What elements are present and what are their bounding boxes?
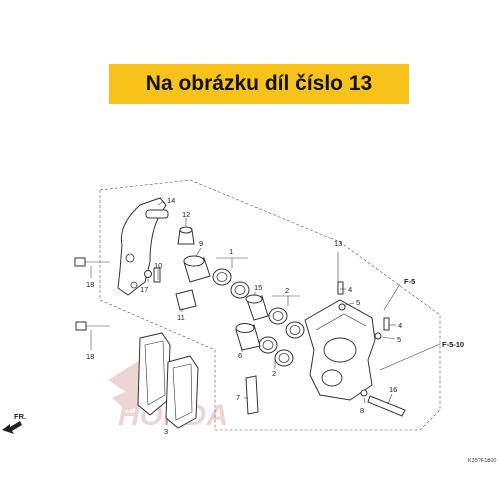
callout-17: 17 [140, 285, 148, 294]
cap-5-top [338, 303, 346, 311]
frame-top-right [189, 179, 331, 239]
bleeder-4-right [383, 317, 390, 331]
callout-18-lower: 18 [86, 352, 94, 361]
callout-11: 11 [177, 313, 185, 322]
callout-6: 6 [238, 351, 242, 360]
callout-12: 12 [182, 210, 190, 219]
reference-f5: F-5 [404, 277, 415, 286]
callout-2-top: 2 [285, 286, 289, 295]
callout-labels: 14 12 9 1 15 2 2 6 13 4 5 4 5 8 16 7 10 … [86, 196, 402, 436]
banner-text: Na obrázku díl číslo 13 [145, 72, 373, 95]
callout-9: 9 [199, 239, 203, 248]
shim-7 [245, 375, 259, 415]
callout-13: 13 [334, 239, 342, 248]
front-arrow-icon [2, 421, 22, 434]
frame-top [99, 179, 191, 191]
callout-8: 8 [360, 406, 364, 415]
front-marker-label: FR. [14, 412, 26, 421]
callout-18-upper: 18 [86, 280, 94, 289]
diagram-code: K35?F1800 [468, 458, 496, 464]
callout-15: 15 [254, 283, 262, 292]
callout-5-right: 5 [397, 335, 401, 344]
callout-4-right: 4 [398, 321, 402, 330]
callout-5-top: 5 [356, 298, 360, 307]
cap-5-right [374, 332, 382, 340]
callout-7: 7 [236, 393, 240, 402]
clip-8 [360, 389, 368, 397]
callout-3: 3 [164, 427, 168, 436]
callout-14: 14 [167, 196, 175, 205]
part-number-banner: Na obrázku díl číslo 13 [109, 64, 409, 104]
bolt-18-lower [75, 321, 110, 331]
washer-17 [144, 270, 152, 278]
brake-pad-b [165, 355, 199, 429]
callout-16: 16 [389, 385, 397, 394]
bleeder-4-top [337, 281, 344, 295]
leader-lines [90, 200, 441, 425]
bracket-pin [145, 209, 169, 219]
pin-11 [175, 289, 197, 311]
bolt-10 [153, 267, 161, 283]
callout-1: 1 [229, 247, 233, 256]
reference-f5-10: F-5-10 [442, 340, 464, 349]
callout-4-top: 4 [348, 285, 352, 294]
frame-outline [99, 190, 441, 431]
brake-pad-a [137, 332, 171, 416]
bolt-18-upper [74, 257, 110, 267]
callout-2-bottom: 2 [272, 369, 276, 378]
callout-10: 10 [154, 261, 162, 270]
pin-16 [367, 395, 406, 417]
